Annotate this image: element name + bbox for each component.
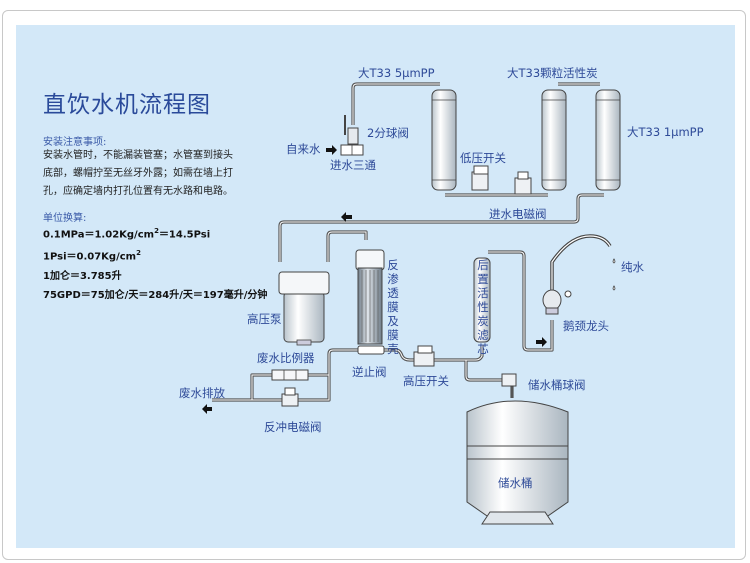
label-tank: 储水桶 <box>498 476 533 490</box>
filter-granular-carbon <box>541 89 567 191</box>
install-notes-heading: 安装注意事项: <box>43 137 107 148</box>
label-tank-valve: 储水桶球阀 <box>528 378 586 392</box>
check-valve <box>357 345 385 355</box>
label-inlet-solenoid: 进水电磁阀 <box>489 207 547 221</box>
waste-ratio-valve <box>271 369 309 381</box>
conversion-line: 1加仑＝3.785升 <box>43 270 122 282</box>
label-pure-water: 纯水 <box>621 260 644 274</box>
inlet-tee <box>340 144 364 156</box>
label-tap-water: 自来水 <box>286 142 321 156</box>
high-pressure-switch <box>413 345 435 367</box>
water-drop-icon <box>612 258 616 291</box>
label-pump: 高压泵 <box>247 312 282 326</box>
ro-membrane-housing <box>355 249 385 345</box>
gooseneck-faucet <box>542 234 612 315</box>
conversion-line: 1Psi＝0.07Kg/cm2 <box>43 249 141 263</box>
storage-tank <box>466 400 569 525</box>
label-filter-5um-pp: 大T33 5μmPP <box>358 66 435 80</box>
label-ball-valve: 2分球阀 <box>367 126 409 140</box>
label-waste-ratio: 废水比例器 <box>257 351 315 365</box>
arrow-left-icon <box>202 404 212 414</box>
label-high-pressure-switch: 高压开关 <box>403 374 449 388</box>
note-line: 安装水管时，不能漏装管塞；水管塞到接头 <box>43 150 233 161</box>
conversion-line: 0.1MPa＝1.02Kg/cm2＝14.5Psi <box>43 227 211 241</box>
pipe-post-faucet <box>488 250 554 352</box>
filter-5um-pp <box>431 89 457 191</box>
arrow-right-icon <box>536 337 547 347</box>
high-pressure-pump <box>278 271 330 346</box>
label-low-pressure-switch: 低压开关 <box>460 151 506 165</box>
note-line: 孔，应确定墙内打孔位置有无水路和电路。 <box>43 186 233 197</box>
post-carbon-filter <box>473 257 491 343</box>
conversion-line: 75GPD＝75加仑/天＝284升/天＝197毫升/分钟 <box>43 289 268 301</box>
label-ro-membrane: 反渗透膜及膜壳 <box>387 258 399 356</box>
label-filter-carbon: 大T33颗粒活性炭 <box>507 66 598 80</box>
label-waste-drain: 废水排放 <box>179 386 225 400</box>
flush-solenoid-valve <box>281 387 299 407</box>
low-pressure-switch <box>471 165 489 191</box>
flow-arrows <box>202 145 547 414</box>
arrow-right-icon <box>326 145 337 155</box>
label-post-carbon: 后置活性炭滤芯 <box>477 258 489 356</box>
pipe-to-tank-valve <box>464 360 502 382</box>
install-notes: 安装水管时，不能漏装管塞；水管塞到接头 底部，螺帽拧至无丝牙外露；如需在墙上打 … <box>43 147 233 201</box>
pipe-inlet-filter1 <box>351 82 440 125</box>
label-inlet-tee: 进水三通 <box>330 158 376 172</box>
label-check-valve: 逆止阀 <box>352 365 387 379</box>
inlet-solenoid-valve <box>514 171 532 195</box>
label-flush-solenoid: 反冲电磁阀 <box>264 420 322 434</box>
filter-1um-pp <box>595 89 621 191</box>
tank-ball-valve <box>501 373 517 387</box>
label-faucet: 鹅颈龙头 <box>563 319 609 333</box>
note-line: 底部，螺帽拧至无丝牙外露；如需在墙上打 <box>43 168 233 179</box>
unit-conversion-heading: 单位换算: <box>43 213 87 224</box>
arrow-left-icon <box>341 212 352 222</box>
page-title: 直饮水机流程图 <box>43 92 211 118</box>
ball-valve <box>344 115 359 145</box>
label-filter-1um-pp: 大T33 1μmPP <box>627 125 704 139</box>
unit-conversion: 0.1MPa＝1.02Kg/cm2＝14.5Psi 1Psi＝0.07Kg/cm… <box>43 222 267 305</box>
